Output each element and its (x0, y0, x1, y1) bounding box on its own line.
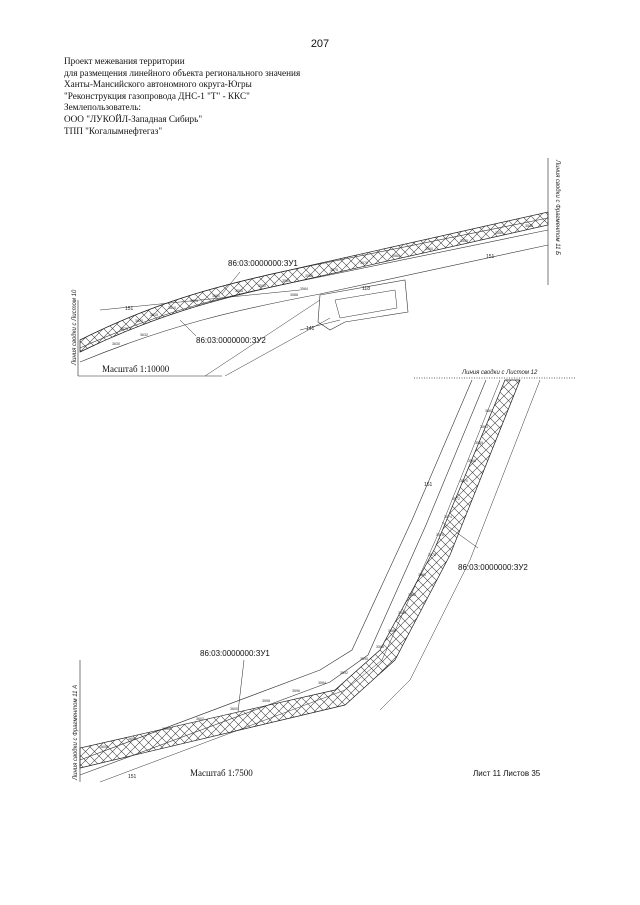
svg-text:3575: 3575 (330, 268, 338, 272)
svg-text:3565: 3565 (475, 441, 483, 445)
svg-text:3582: 3582 (408, 593, 416, 597)
svg-text:3590: 3590 (360, 657, 368, 661)
road-label: 151 (486, 254, 495, 260)
road-label: 118 (362, 286, 370, 292)
svg-text:3588: 3588 (376, 645, 384, 649)
header-line: ООО "ЛУКОЙЛ-Западная Сибирь" (64, 113, 203, 124)
parcel-corridor (79, 211, 549, 353)
scale-label: Масштаб 1:7500 (190, 768, 253, 778)
match-line-top: Линия сводки с Листом 12 (461, 370, 538, 376)
header-line: Землепользователь: (64, 102, 141, 113)
svg-text:3545: 3545 (525, 224, 533, 228)
road-line (79, 244, 549, 363)
point-labels: 3561 3563 3565 3568 3570 3572 3574 3576 … (100, 409, 493, 749)
svg-text:3560: 3560 (425, 247, 433, 251)
svg-text:3610: 3610 (168, 306, 176, 310)
sheet-label: Лист 11 Листов 35 (473, 769, 541, 778)
parcel-corridor (79, 379, 521, 769)
header-line: Проект межевания территории (64, 56, 185, 66)
building-outline (317, 279, 409, 331)
header-line: ТПП "Когалымнефтегаз" (64, 125, 163, 136)
leader-line (179, 319, 197, 337)
leader-line (237, 659, 245, 713)
svg-text:3594: 3594 (318, 681, 326, 685)
svg-text:3602: 3602 (196, 717, 204, 721)
header-line: Ханты-Мансийского автономного округа-Югр… (64, 79, 252, 90)
svg-text:3578: 3578 (428, 553, 436, 557)
point-labels: 3625 3620 3615 3610 3605 3600 3595 3590 … (112, 224, 533, 346)
page-number: 207 (310, 38, 330, 50)
match-line-right: Линия сводки с Фрагментом 11 Б (554, 159, 560, 255)
road-line (99, 379, 501, 783)
parcel-label-zu1: 86:03:0000000:ЗУ1 (200, 649, 270, 658)
svg-text:3563: 3563 (480, 425, 488, 429)
svg-text:3604: 3604 (162, 727, 170, 731)
road-label: 151 (125, 306, 134, 312)
road-line (224, 317, 331, 377)
svg-text:3585: 3585 (282, 279, 290, 283)
svg-text:3606: 3606 (128, 737, 136, 741)
svg-text:3574: 3574 (444, 515, 452, 519)
svg-text:3586: 3586 (388, 629, 396, 633)
svg-text:3620: 3620 (135, 319, 143, 323)
svg-text:3595: 3595 (235, 289, 243, 293)
svg-text:3570: 3570 (360, 261, 368, 265)
svg-text:3550: 3550 (495, 231, 503, 235)
svg-text:3608: 3608 (100, 745, 108, 749)
road-label: 161 (424, 482, 433, 488)
parcel-label-zu1: 86:03:0000000:ЗУ1 (228, 259, 298, 268)
header-line: "Реконструкция газопровода ДНС-1 "Т" - К… (64, 90, 250, 101)
svg-text:3592: 3592 (340, 671, 348, 675)
road-line (204, 299, 321, 377)
parcel-label-zu2: 86:03:0000000:ЗУ2 (458, 563, 528, 572)
svg-text:3580: 3580 (305, 274, 313, 278)
svg-text:3615: 3615 (150, 313, 158, 317)
bottom-map: 3561 3563 3565 3568 3570 3572 3574 3576 … (73, 370, 576, 783)
match-line-left: Линия сводки с Фрагментом 11 А (73, 685, 79, 781)
svg-text:3632: 3632 (140, 333, 148, 337)
svg-text:3572: 3572 (452, 497, 460, 501)
leader-line (221, 271, 241, 295)
svg-text:3584: 3584 (398, 611, 406, 615)
svg-text:3584: 3584 (300, 287, 308, 291)
svg-text:3565: 3565 (392, 254, 400, 258)
svg-text:3561: 3561 (485, 409, 493, 413)
top-map: 3625 3620 3615 3610 3605 3600 3595 3590 … (72, 158, 560, 377)
svg-text:3580: 3580 (418, 573, 426, 577)
svg-text:3568: 3568 (468, 459, 476, 463)
header-line: для размещения линейного объекта региона… (64, 67, 301, 78)
svg-text:3588: 3588 (290, 293, 298, 297)
svg-text:3570: 3570 (460, 479, 468, 483)
svg-text:3605: 3605 (190, 299, 198, 303)
leader-line (441, 521, 479, 549)
road-line (299, 319, 341, 331)
road-line (379, 379, 541, 711)
match-line-left: Линия сводки с Листом 10 (72, 289, 78, 366)
svg-text:3600: 3600 (230, 707, 238, 711)
svg-text:3576: 3576 (436, 533, 444, 537)
scale-label: Масштаб 1:10000 (102, 364, 170, 374)
document-header: Проект межевания территории для размещен… (64, 56, 394, 137)
building-outline (334, 289, 398, 319)
svg-text:3555: 3555 (460, 239, 468, 243)
road-line (79, 379, 473, 761)
road-label: 151 (128, 774, 137, 780)
svg-text:3600: 3600 (212, 294, 220, 298)
svg-text:3590: 3590 (258, 284, 266, 288)
svg-text:3625: 3625 (120, 327, 128, 331)
parcel-label-zu2: 86:03:0000000:ЗУ2 (196, 336, 266, 345)
road-label: 141 (306, 326, 315, 332)
svg-text:3598: 3598 (262, 699, 270, 703)
svg-text:3630: 3630 (112, 342, 120, 346)
svg-text:3596: 3596 (292, 689, 300, 693)
